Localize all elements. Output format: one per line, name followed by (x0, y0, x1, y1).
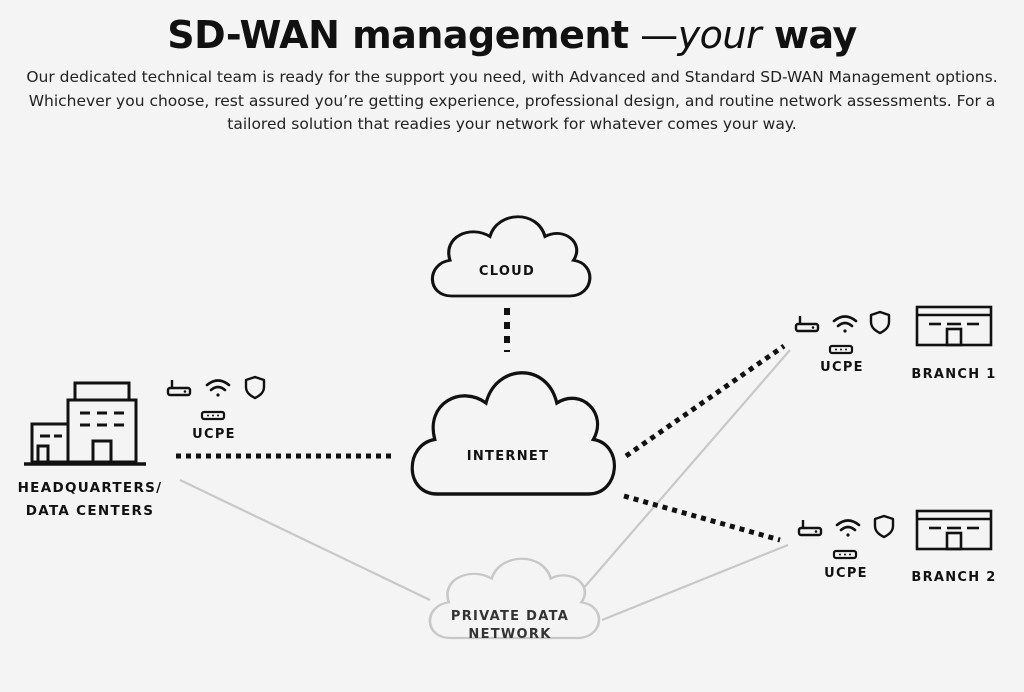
wifi-icon (832, 315, 858, 334)
internet-label: INTERNET (467, 449, 550, 464)
private-network-links (179, 349, 791, 622)
branch-store-icon (915, 509, 993, 551)
ucpe-device-icon (828, 344, 854, 355)
ucpe-device-icon (200, 410, 226, 421)
page-title: SD-WAN management —your way (0, 10, 1024, 60)
shield-icon (869, 310, 891, 335)
router-icon (797, 518, 823, 537)
branch1-ucpe-label: UCPE (820, 360, 864, 375)
router-icon (794, 314, 820, 333)
shield-icon (873, 514, 895, 539)
private-network-node: PRIVATE DATA NETWORK (428, 557, 601, 642)
router-icon (166, 378, 192, 397)
internet-node: INTERNET (410, 371, 617, 496)
title-dash: — (628, 13, 678, 57)
branch2-label: BRANCH 2 (911, 570, 996, 585)
branch2-ucpe-cluster: UCPE (797, 514, 895, 581)
shield-icon (244, 375, 266, 400)
office-building-icon (24, 381, 146, 466)
hq-label-2: DATA CENTERS (26, 503, 155, 519)
branch2-node: BRANCH 2 (911, 509, 996, 585)
private-network-label-2: NETWORK (468, 627, 551, 642)
cloud-node: CLOUD (430, 215, 592, 298)
hq-label-1: HEADQUARTERS/ (18, 480, 163, 496)
title-end: way (761, 13, 857, 57)
hq-ucpe-cluster: UCPE (166, 375, 266, 442)
title-italic: your (677, 13, 762, 57)
hq-ucpe-label: UCPE (192, 427, 236, 442)
cloud-label: CLOUD (479, 264, 535, 279)
branch-store-icon (915, 305, 993, 347)
title-main: SD-WAN management (167, 13, 629, 57)
headquarters-node: HEADQUARTERS/ DATA CENTERS (18, 381, 163, 519)
intro-paragraph: Our dedicated technical team is ready fo… (26, 68, 998, 133)
branch2-ucpe-label: UCPE (824, 566, 868, 581)
internet-cloud-icon (410, 371, 617, 496)
branch1-ucpe-cluster: UCPE (794, 310, 891, 375)
branch1-node: BRANCH 1 (911, 305, 996, 382)
wifi-icon (205, 379, 231, 398)
wifi-icon (835, 519, 861, 538)
cloud-icon (430, 215, 592, 298)
ucpe-device-icon (832, 549, 858, 560)
private-network-label-1: PRIVATE DATA (451, 609, 569, 624)
internet-links (176, 343, 786, 543)
branch1-label: BRANCH 1 (911, 367, 996, 382)
